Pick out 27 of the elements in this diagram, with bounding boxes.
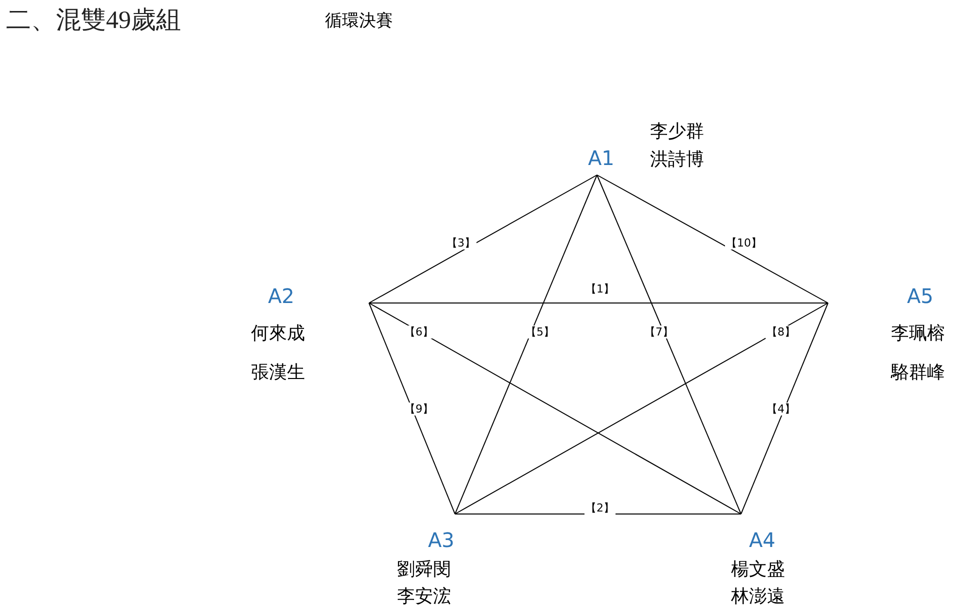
subtitle: 循環決賽 bbox=[325, 10, 393, 32]
player-name: 洪詩博 bbox=[650, 150, 704, 170]
connector-line bbox=[596, 174, 742, 514]
player-name: 劉舜閔 bbox=[397, 560, 451, 580]
title: 二、混雙49歲組 bbox=[6, 6, 181, 36]
vertex-label: A2 bbox=[268, 285, 294, 307]
connector-line bbox=[368, 174, 598, 304]
player-name: 楊文盛 bbox=[731, 560, 785, 580]
player-name: 張漢生 bbox=[251, 363, 305, 383]
connector-line bbox=[596, 174, 828, 304]
player-name: 李安浤 bbox=[397, 587, 451, 607]
vertex-label: A1 bbox=[588, 147, 614, 169]
connector-line bbox=[368, 302, 828, 304]
player-name: 何來成 bbox=[251, 324, 305, 344]
connector-line bbox=[454, 302, 828, 514]
player-name: 林澎遠 bbox=[731, 587, 785, 607]
connector-line bbox=[368, 302, 456, 514]
player-name: 李少群 bbox=[650, 122, 704, 142]
connector-line bbox=[368, 302, 742, 514]
player-name: 駱群峰 bbox=[891, 363, 945, 383]
edge-label: 【2】 bbox=[584, 502, 616, 514]
vertex-label: A4 bbox=[749, 529, 776, 551]
connector-line bbox=[740, 302, 828, 514]
vertex-label: A5 bbox=[907, 285, 934, 307]
connector-line bbox=[454, 174, 598, 514]
vertex-label: A3 bbox=[428, 529, 454, 551]
player-name: 李珮榕 bbox=[891, 324, 945, 344]
